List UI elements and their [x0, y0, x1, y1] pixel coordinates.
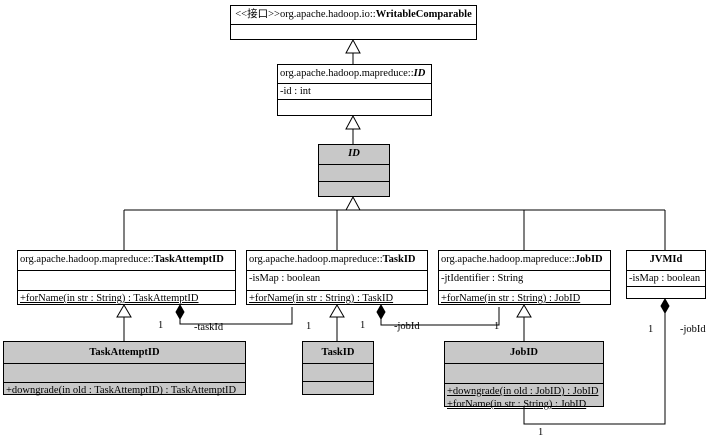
id-methods — [319, 181, 389, 198]
task-id-attributes — [303, 363, 373, 381]
job-id-title: JobID — [509, 347, 538, 358]
task-attempt-id-box: TaskAttemptID +downgrade(in old : TaskAt… — [3, 341, 246, 398]
mapreduce-job-id-attribute: -jtIdentifier : String — [439, 270, 610, 290]
mapreduce-id-title: org.apache.hadoop.mapreduce::ID — [280, 68, 426, 79]
id-class-box: ID — [318, 144, 390, 197]
mapreduce-id-class-box: org.apache.hadoop.mapreduce::ID -id : in… — [277, 64, 432, 116]
task-id-box: TaskID — [302, 341, 374, 395]
task-id-title: TaskID — [321, 347, 355, 358]
id-attributes — [319, 164, 389, 181]
task-attempt-id-attributes — [4, 363, 245, 382]
id-title: ID — [348, 148, 360, 159]
mapreduce-task-attempt-id-method: +forName(in str : String) : TaskAttemptI… — [18, 290, 235, 308]
mapreduce-task-id-method: +forName(in str : String) : TaskID — [247, 290, 427, 308]
jvmid-title: JVMId — [649, 254, 683, 265]
job-id-downgrade-method: +downgrade(in old : JobID) : JobID — [447, 386, 599, 397]
job-id-methods: +downgrade(in old : JobID) : JobID +forN… — [445, 383, 603, 410]
job-id-multiplicity-a: 1 — [360, 320, 366, 331]
mapreduce-job-id-method: +forName(in str : String) : JobID — [439, 290, 610, 308]
task-attempt-id-title: TaskAttemptID — [89, 347, 160, 358]
jvmid-methods — [627, 286, 705, 302]
job-id-multiplicity-b: 1 — [494, 321, 500, 332]
task-id-methods — [303, 381, 373, 398]
jvmid-attribute: -isMap : boolean — [627, 270, 705, 286]
writable-comparable-interface-box: <<接口>>org.apache.hadoop.io::WritableComp… — [230, 5, 477, 40]
jvm-job-id-multiplicity-b: 1 — [538, 427, 544, 438]
job-id-role: -jobId — [394, 321, 420, 332]
mapreduce-id-methods — [278, 99, 431, 115]
task-attempt-id-method: +downgrade(in old : TaskAttemptID) : Tas… — [4, 382, 245, 398]
jvm-job-id-multiplicity-a: 1 — [648, 324, 654, 335]
mapreduce-id-attribute: -id : int — [278, 83, 431, 99]
mapreduce-task-id-box: org.apache.hadoop.mapreduce::TaskID -isM… — [246, 250, 428, 305]
mapreduce-task-id-attribute: -isMap : boolean — [247, 270, 427, 290]
job-id-box: JobID +downgrade(in old : JobID) : JobID… — [444, 341, 604, 410]
task-id-role: -taskId — [194, 322, 224, 333]
task-id-multiplicity-b: 1 — [306, 321, 312, 332]
jvm-job-id-role: -jobId — [680, 324, 706, 335]
job-id-attributes — [445, 363, 603, 383]
mapreduce-job-id-box: org.apache.hadoop.mapreduce::JobID -jtId… — [438, 250, 611, 305]
writable-comparable-attributes — [231, 24, 476, 41]
mapreduce-task-attempt-id-title: org.apache.hadoop.mapreduce::TaskAttempt… — [20, 254, 224, 265]
mapreduce-task-attempt-id-box: org.apache.hadoop.mapreduce::TaskAttempt… — [17, 250, 236, 305]
mapreduce-task-attempt-id-attributes — [18, 270, 235, 290]
job-id-forname-method: +forName(in str : String) : JobID — [447, 399, 587, 410]
mapreduce-job-id-title: org.apache.hadoop.mapreduce::JobID — [441, 254, 603, 265]
writable-comparable-title: <<接口>>org.apache.hadoop.io::WritableComp… — [235, 9, 472, 20]
jvmid-class-box: JVMId -isMap : boolean — [626, 250, 706, 299]
task-id-multiplicity-a: 1 — [158, 320, 164, 331]
mapreduce-task-id-title: org.apache.hadoop.mapreduce::TaskID — [249, 254, 416, 265]
